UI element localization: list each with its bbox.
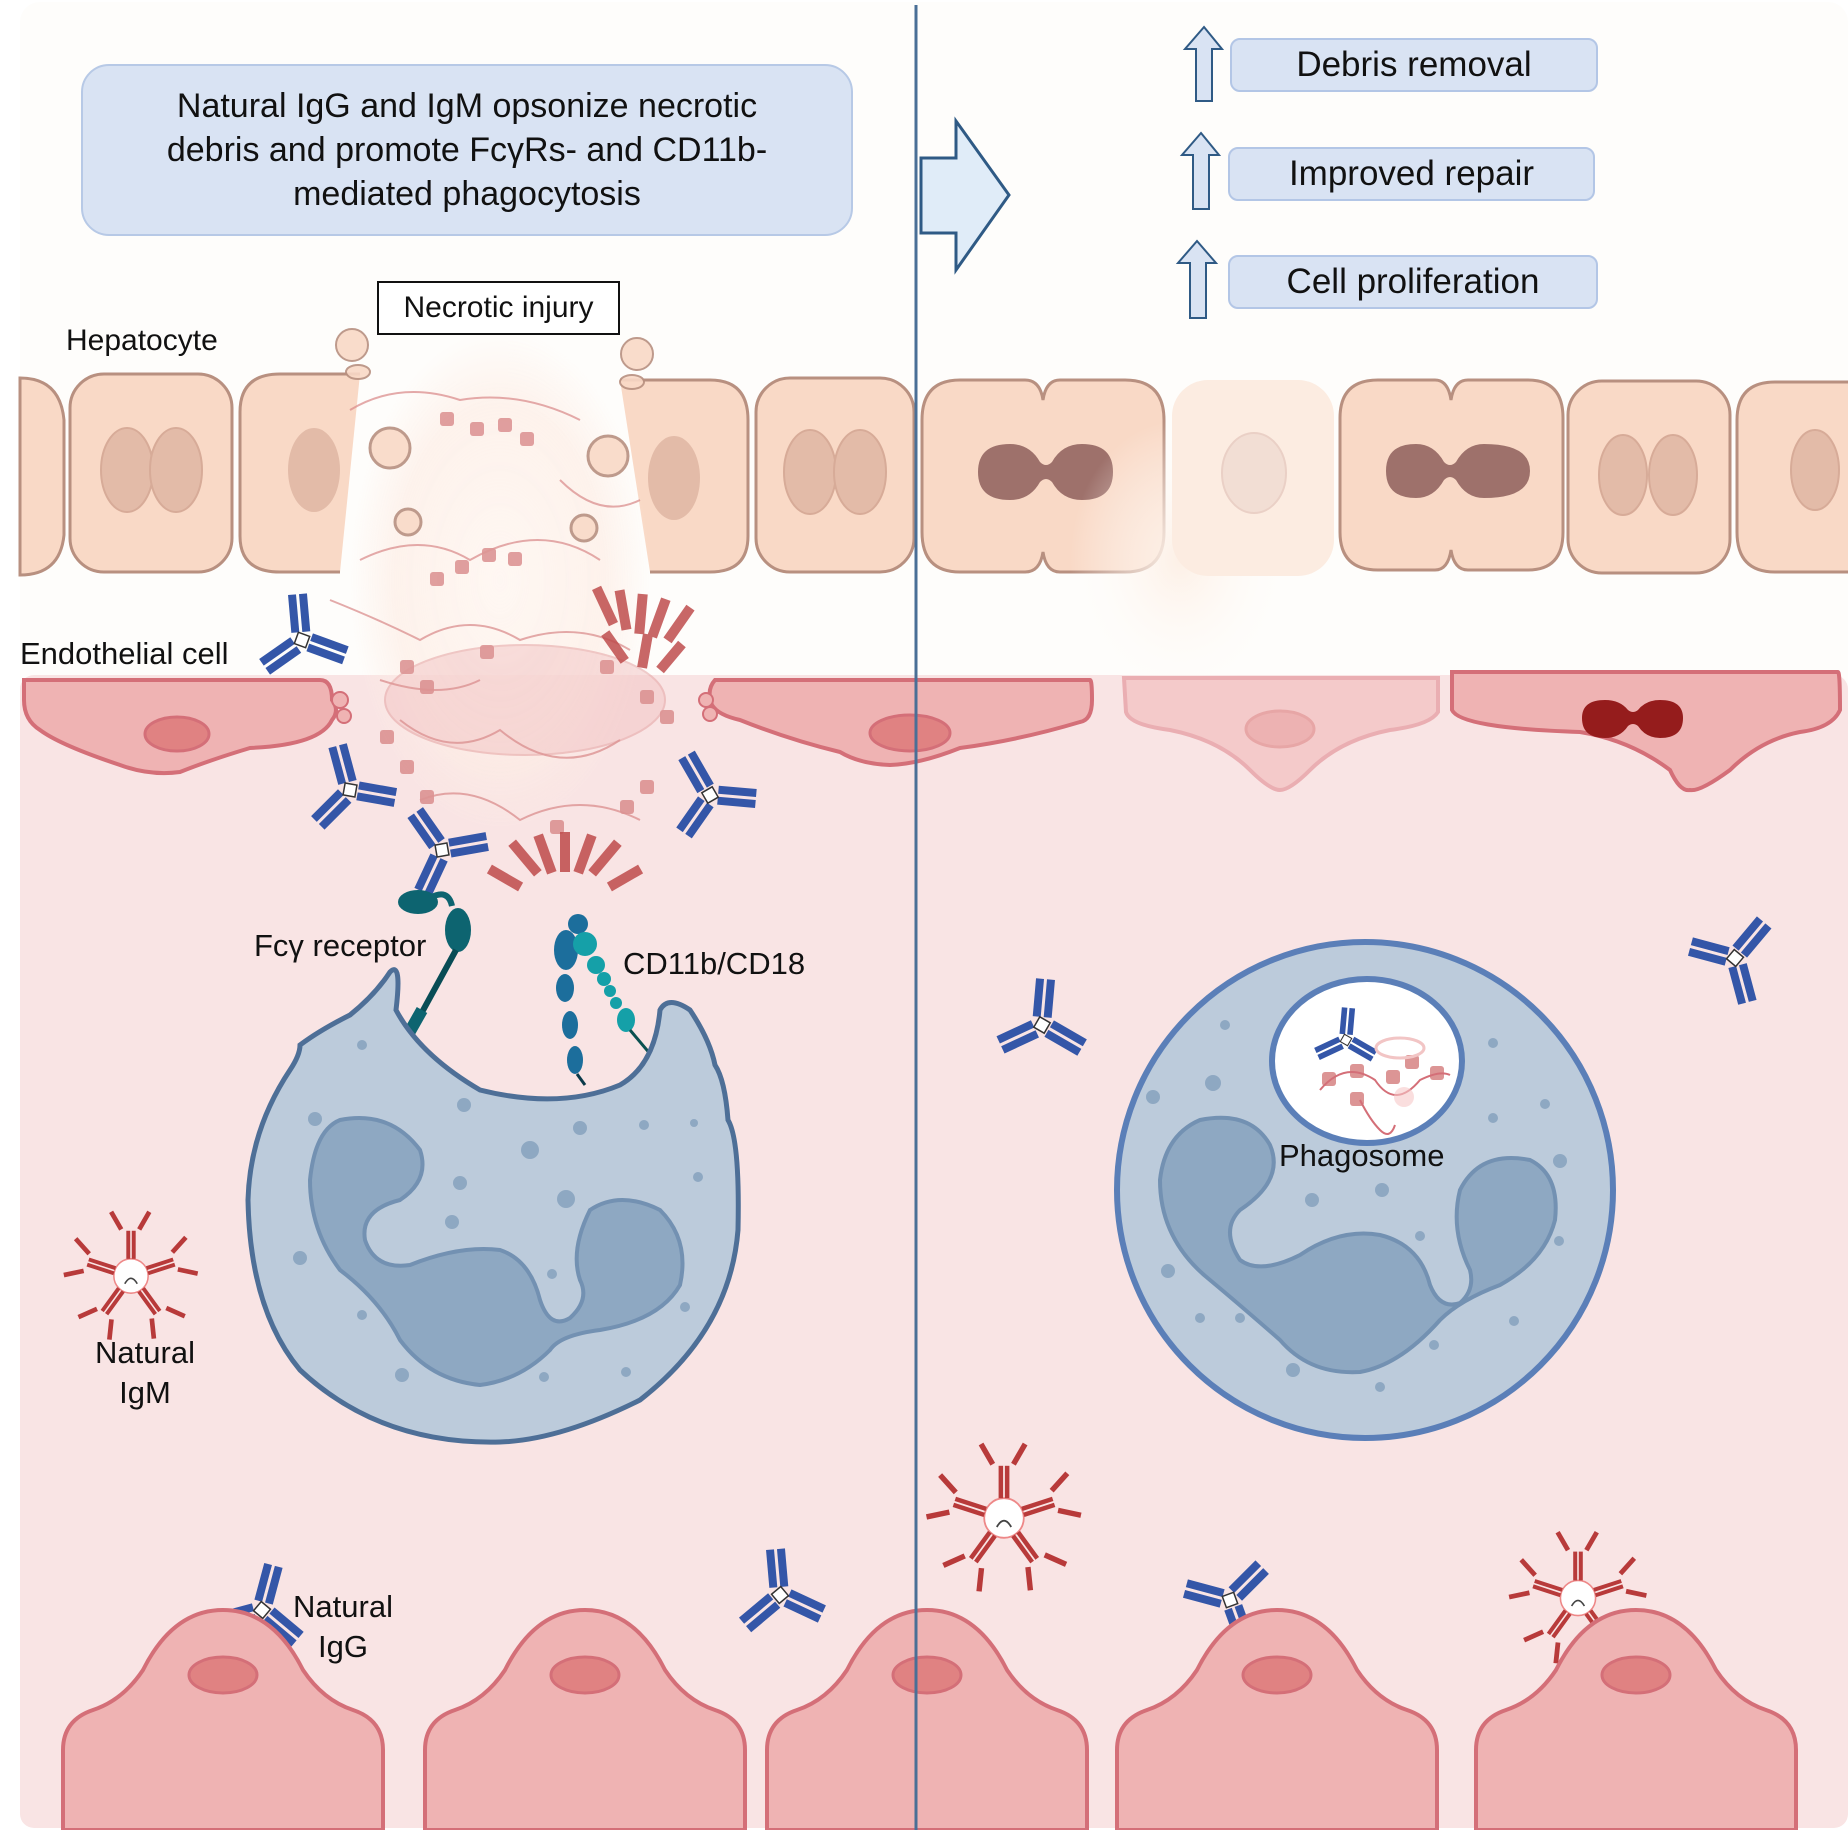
outcome-label: Debris removal: [1296, 45, 1532, 84]
phagosome-contents: [1309, 1000, 1451, 1135]
cd11b-cd18-label: CD11b/CD18: [623, 946, 806, 981]
cd11b-cd18-shape: [554, 914, 664, 1086]
hepatocyte-row-left: [18, 372, 916, 577]
summary-line-2: debris and promote FcγRs- and CD11b-: [166, 131, 768, 169]
outcome-debris-removal: Debris removal: [1230, 38, 1598, 92]
hepatocyte-row-right: [920, 378, 1848, 700]
endothelial-cell-label: Endothelial cell: [20, 636, 229, 671]
necrotic-injury-label: Necrotic injury: [377, 281, 620, 335]
summary-line-1: Natural IgG and IgM opsonize necrotic: [176, 87, 758, 125]
natural-igg-line-2: IgG: [318, 1629, 368, 1664]
up-arrow-icon: [1182, 25, 1225, 102]
igm-cluster-lower: [486, 832, 644, 892]
macrophage-left: [245, 967, 741, 1445]
natural-igm-line-1: Natural: [95, 1335, 195, 1370]
natural-igg-label: Natural IgG: [288, 1587, 398, 1667]
summary-line-3: mediated phagocytosis: [293, 175, 641, 213]
hepatocyte-label: Hepatocyte: [66, 324, 218, 357]
summary-box: Natural IgG and IgM opsonize necrotic de…: [81, 64, 853, 236]
natural-igg-line-1: Natural: [293, 1589, 393, 1624]
macrophage-right: [1114, 939, 1616, 1441]
outcome-label: Improved repair: [1288, 154, 1535, 193]
outcome-cell-proliferation: Cell proliferation: [1228, 255, 1598, 309]
outcome-label: Cell proliferation: [1286, 262, 1540, 301]
endothelial-row-right: [1121, 670, 1843, 793]
igm-cluster-upper: [592, 585, 695, 674]
necrotic-debris: [329, 328, 695, 892]
outcome-improved-repair: Improved repair: [1228, 147, 1595, 201]
endothelial-row-left: [22, 678, 1095, 776]
phagosome-label: Phagosome: [1279, 1138, 1445, 1173]
natural-igm-label: Natural IgM: [90, 1333, 200, 1413]
fcy-receptor-label: Fcγ receptor: [254, 928, 427, 963]
up-arrow-icon: [1179, 131, 1222, 210]
up-arrow-icon: [1175, 239, 1219, 319]
natural-igm-line-2: IgM: [119, 1375, 171, 1410]
right-arrow-icon: [919, 116, 1011, 275]
phagosome-vesicle: [1269, 976, 1465, 1146]
